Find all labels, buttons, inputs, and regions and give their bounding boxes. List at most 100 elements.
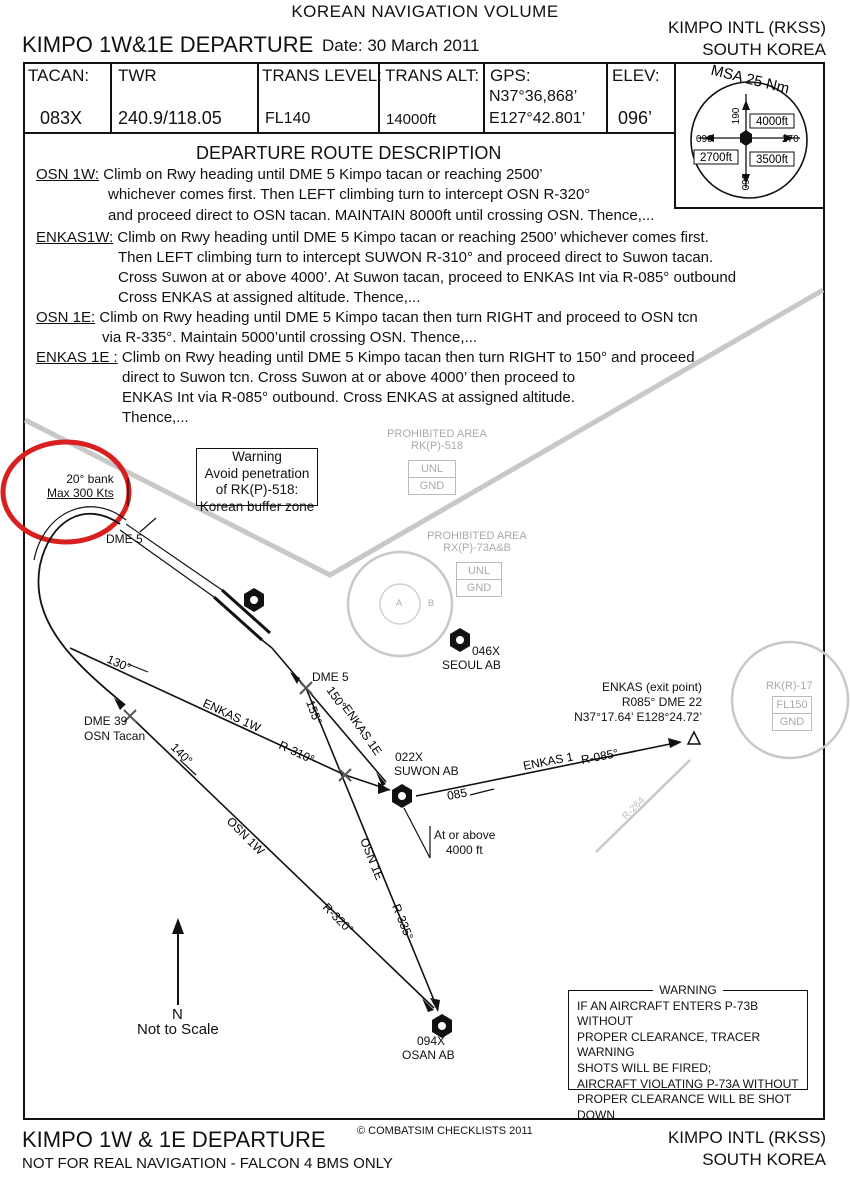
faint-radial-line [595, 759, 691, 853]
buffer-warning-text: Korean buffer zone [199, 498, 315, 514]
gps-latitude: N37°36,868’ [489, 88, 578, 105]
track-arrow [376, 772, 386, 786]
enkas-radial: R085° DME 22 [621, 695, 702, 709]
country-name: SOUTH KOREA [702, 40, 826, 59]
seoul-tacan-icon [450, 628, 470, 652]
route-text: direct to Suwon tcn. Cross Suwon at or a… [122, 369, 576, 386]
buffer-warning-text: of RK(P)-518: [215, 482, 299, 497]
lower-limit: GND [419, 480, 445, 492]
route-osn1w: OSN 1W: Climb on Rwy heading until DME 5… [36, 165, 543, 185]
volume-title: KOREAN NAVIGATION VOLUME [291, 2, 559, 21]
radial-085: R-085° [580, 746, 620, 767]
table-bottom-line [23, 132, 675, 134]
msa-arrow [704, 134, 714, 142]
intersection-marker [338, 768, 352, 782]
table-divider [483, 62, 485, 132]
enkas1w-track [69, 647, 346, 776]
dme5-fix-marker [299, 681, 313, 695]
msa-alt-w: 2700ft [700, 152, 733, 164]
disclaimer: NOT FOR REAL NAVIGATION - FALCON 4 BMS O… [22, 1155, 393, 1172]
enkas-exit-point: ENKAS (exit point) R085° DME 22 N37°17.6… [566, 680, 702, 725]
bank-speed: Max 300 Kts [47, 486, 114, 500]
tacan-label: TACAN: [28, 66, 90, 85]
track-arrow [668, 738, 682, 748]
route-enkas1w: ENKAS1W: Climb on Rwy heading until DME … [36, 228, 709, 248]
dme39-fix-marker [123, 709, 137, 723]
msa-radial-090: 090 [696, 134, 713, 145]
route-text: Climb on Rwy heading until DME 5 Kimpo t… [103, 166, 543, 183]
enkas-triangle-icon [686, 730, 702, 745]
osn1e-label: OSN 1E [357, 836, 386, 882]
trans-alt-value: 14000ft [386, 111, 437, 128]
msa-alt-ne: 4000ft [756, 116, 789, 128]
p73-warning-line: PROPER CLEARANCE, TRACER WARNING [577, 1029, 761, 1060]
highlight-ellipse [0, 439, 132, 545]
msa-box-ne [749, 113, 795, 129]
osn1w-track [129, 715, 435, 1009]
route-text: whichever comes first. Then LEFT climbin… [108, 186, 591, 203]
prohibited-area-title: PROHIBITED AREA [427, 530, 527, 542]
departure-track [125, 523, 223, 591]
heading-arrow [127, 663, 149, 673]
radial-335: R-335° [389, 902, 416, 942]
p73-warning-line: IF AN AIRCRAFT ENTERS P-73B WITHOUT [577, 998, 759, 1029]
route-text: Cross ENKAS at assigned altitude. Thence… [118, 289, 421, 306]
msa-radial-190: 190 [731, 107, 742, 124]
msa-circle [690, 81, 808, 199]
upper-limit: UNL [457, 563, 501, 580]
footer-country: SOUTH KOREA [702, 1150, 826, 1169]
buffer-warning-title: Warning [229, 449, 285, 466]
track-arrow [114, 698, 125, 710]
route-text: and proceed direct to OSN tacan. MAINTAI… [108, 207, 655, 224]
dme5-fix-label: DME 5 [312, 670, 349, 684]
p73b-label: B [428, 598, 435, 608]
suwon-tacan-icon [392, 784, 412, 808]
copyright: © COMBATSIM CHECKLISTS 2011 [357, 1125, 533, 1137]
enkas1w-label: ENKAS 1W [201, 696, 264, 735]
seoul-tacan-code: 046X [472, 644, 501, 658]
trans-level-value: FL140 [265, 110, 311, 127]
altitude-restriction-value: 4000 ft [446, 843, 483, 857]
tacan-value: 083X [40, 108, 83, 128]
p73a-label: A [396, 598, 403, 608]
route-enkas1e: ENKAS 1E : Climb on Rwy heading until DM… [36, 348, 695, 368]
table-divider [606, 62, 608, 132]
enkas1e-label: ENKAS 1E [340, 702, 385, 758]
track-arrow [422, 998, 434, 1012]
restricted-area-id: RK(R)-17 [766, 680, 813, 692]
enkas1e-track [305, 687, 387, 783]
north-label: N [172, 1006, 183, 1023]
table-divider [378, 62, 380, 132]
osan-tacan-code: 094X [417, 1034, 446, 1048]
osan-tacan-icon [432, 1014, 452, 1038]
prohibited-area-518: PROHIBITED AREA RK(P)-518 [382, 428, 492, 452]
heading-085: 085 [446, 785, 469, 803]
gps-longitude: E127°42.801’ [489, 110, 586, 127]
prohibited-area-title: PROHIBITED AREA [387, 428, 487, 440]
msa-bottom-line [674, 207, 825, 209]
heading-arrow [469, 788, 495, 796]
route-text: Thence,... [122, 409, 189, 426]
seoul-ab-label: SEOUL AB [442, 658, 501, 672]
msa-alt-se: 3500ft [756, 154, 789, 166]
north-arrow-icon [172, 918, 184, 934]
osn1e-track [305, 687, 439, 1011]
upper-limit: UNL [409, 461, 455, 478]
route-name: ENKAS1W: [36, 229, 114, 246]
route-name: OSN 1W: [36, 166, 100, 183]
route-text: ENKAS Int via R-085° outbound. Cross ENK… [122, 389, 575, 406]
route-text: Climb on Rwy heading until DME 5 Kimpo t… [117, 229, 709, 246]
route-text: Climb on Rwy heading until DME 5 Kimpo t… [99, 309, 698, 326]
rk17-circle [730, 640, 850, 760]
prohibited-area-518-limits: UNL GND [408, 460, 456, 495]
route-name: ENKAS 1E : [36, 349, 118, 366]
msa-divider [674, 62, 676, 208]
prohibited-area-73: PROHIBITED AREA RX(P)-73A&B [422, 530, 532, 554]
callout-line [403, 807, 431, 859]
enkas1-track [415, 741, 681, 797]
route-text: Climb on Rwy heading until DME 5 Kimpo t… [121, 349, 695, 366]
route-description-heading: DEPARTURE ROUTE DESCRIPTION [196, 143, 502, 163]
airport-name: KIMPO INTL (RKSS) [667, 18, 826, 37]
osn1w-label: OSN 1W [224, 814, 268, 858]
table-divider [110, 62, 112, 132]
